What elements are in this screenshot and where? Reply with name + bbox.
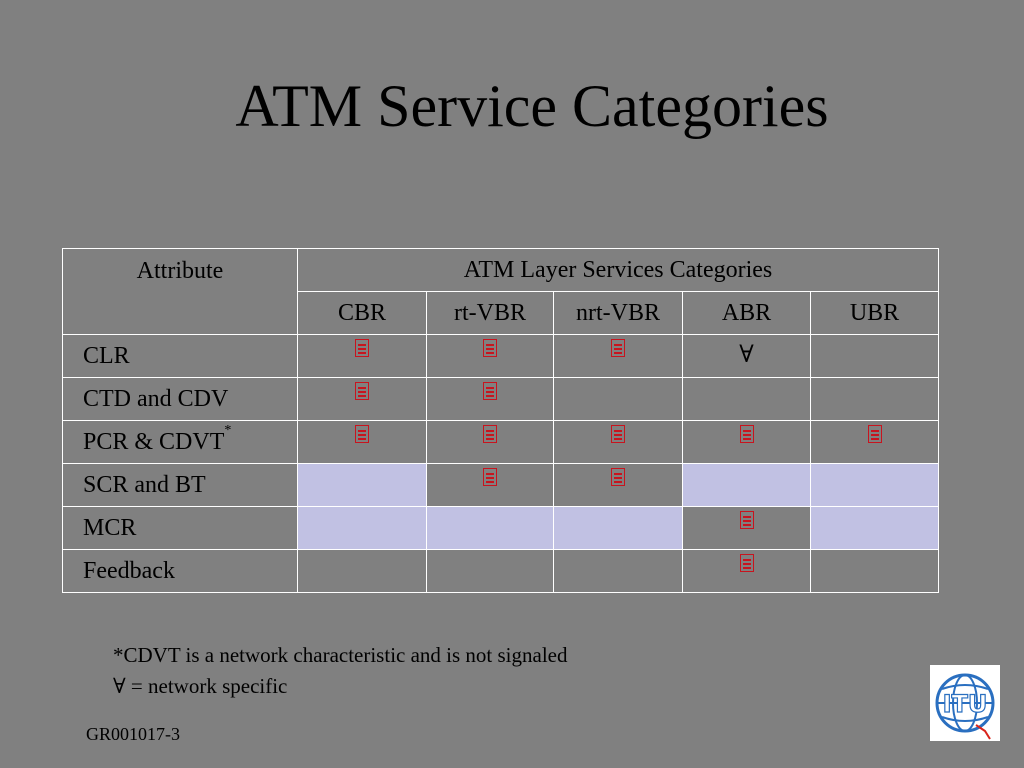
cell-rt-vbr bbox=[426, 377, 554, 421]
row-label-text: CTD and CDV bbox=[83, 385, 229, 412]
cell-abr bbox=[682, 377, 811, 421]
column-header-cbr: CBR bbox=[297, 291, 427, 335]
check-icon bbox=[483, 338, 497, 357]
cell-ubr bbox=[810, 549, 939, 593]
cell-abr bbox=[682, 420, 811, 464]
cell-rt-vbr bbox=[426, 463, 554, 507]
cell-cbr bbox=[297, 377, 427, 421]
footnote-network-specific: ∀ = network specific bbox=[113, 674, 288, 698]
cell-nrt-vbr bbox=[553, 377, 683, 421]
cell-rt-vbr bbox=[426, 420, 554, 464]
cell-ubr bbox=[810, 420, 939, 464]
cell-ubr bbox=[810, 377, 939, 421]
column-header-ubr: UBR bbox=[810, 291, 939, 335]
logo-text: ITU bbox=[943, 690, 988, 718]
row-label: Feedback bbox=[62, 549, 298, 593]
column-header-rt-vbr: rt-VBR bbox=[426, 291, 554, 335]
slide-title: ATM Service Categories bbox=[235, 73, 829, 139]
check-icon bbox=[867, 424, 882, 443]
table-row: CLR ∀ bbox=[62, 334, 939, 378]
cell-ubr bbox=[810, 506, 939, 550]
row-label: PCR & CDVT* bbox=[62, 420, 298, 464]
service-categories-table: Attribute ATM Layer Services Categories … bbox=[62, 248, 939, 593]
table-body: CLR ∀ CTD and CDV PCR & CDVT* SCR and BT MCR F… bbox=[62, 334, 939, 593]
cell-nrt-vbr bbox=[553, 506, 683, 550]
row-label: CLR bbox=[62, 334, 298, 378]
cell-abr bbox=[682, 549, 811, 593]
attribute-header: Attribute bbox=[62, 248, 298, 335]
row-label-text: PCR & CDVT bbox=[83, 428, 225, 455]
row-label: SCR and BT bbox=[62, 463, 298, 507]
cell-abr bbox=[682, 506, 811, 550]
row-label-text: CLR bbox=[83, 342, 130, 369]
column-header-abr: ABR bbox=[682, 291, 811, 335]
row-label: CTD and CDV bbox=[62, 377, 298, 421]
row-label-text: Feedback bbox=[83, 557, 175, 584]
cell-rt-vbr bbox=[426, 506, 554, 550]
cell-abr: ∀ bbox=[682, 334, 811, 378]
check-icon bbox=[355, 338, 369, 357]
check-icon bbox=[483, 381, 497, 400]
itu-logo: ITU bbox=[930, 665, 1000, 741]
row-label-text: SCR and BT bbox=[83, 471, 206, 498]
check-icon bbox=[483, 467, 497, 486]
footnote-marker: * bbox=[224, 422, 232, 438]
cell-rt-vbr bbox=[426, 549, 554, 593]
globe-icon: ITU bbox=[935, 673, 995, 740]
cell-nrt-vbr bbox=[553, 549, 683, 593]
check-icon bbox=[739, 424, 754, 443]
check-icon bbox=[611, 467, 625, 486]
row-label: MCR bbox=[62, 506, 298, 550]
check-icon bbox=[483, 424, 497, 443]
service-categories-header: ATM Layer Services Categories bbox=[297, 248, 939, 292]
network-specific-symbol: ∀ bbox=[739, 341, 754, 368]
cell-cbr bbox=[297, 334, 427, 378]
cell-cbr bbox=[297, 463, 427, 507]
cell-nrt-vbr bbox=[553, 420, 683, 464]
table-row: SCR and BT bbox=[62, 463, 939, 507]
cell-ubr bbox=[810, 463, 939, 507]
cell-cbr bbox=[297, 420, 427, 464]
column-header-nrt-vbr: nrt-VBR bbox=[553, 291, 683, 335]
slide-code: GR001017-3 bbox=[86, 724, 180, 744]
check-icon bbox=[355, 381, 369, 400]
cell-cbr bbox=[297, 506, 427, 550]
cell-abr bbox=[682, 463, 811, 507]
cell-nrt-vbr bbox=[553, 463, 683, 507]
table-row: MCR bbox=[62, 506, 939, 550]
table-row: CTD and CDV bbox=[62, 377, 939, 421]
cell-cbr bbox=[297, 549, 427, 593]
table-row: PCR & CDVT* bbox=[62, 420, 939, 464]
check-icon bbox=[739, 510, 754, 529]
cell-rt-vbr bbox=[426, 334, 554, 378]
table-header-row: Attribute ATM Layer Services Categories bbox=[62, 248, 939, 335]
check-icon bbox=[739, 553, 754, 572]
check-icon bbox=[611, 424, 625, 443]
cell-nrt-vbr bbox=[553, 334, 683, 378]
check-icon bbox=[611, 338, 625, 357]
footnotes: *CDVT is a network characteristic and is… bbox=[113, 640, 568, 702]
check-icon bbox=[355, 424, 369, 443]
table-row: Feedback bbox=[62, 549, 939, 593]
row-label-text: MCR bbox=[83, 514, 137, 541]
footnote-cdvt: *CDVT is a network characteristic and is… bbox=[113, 643, 568, 667]
cell-ubr bbox=[810, 334, 939, 378]
